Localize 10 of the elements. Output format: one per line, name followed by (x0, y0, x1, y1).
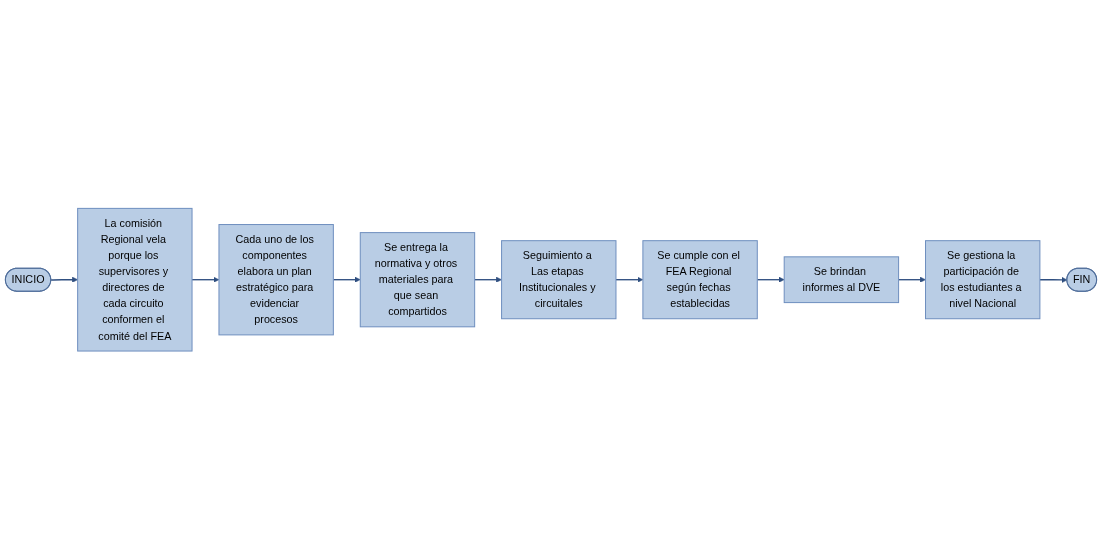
node-box: Se entrega la normativa y otros materiales para que sean compartidos (359, 231, 476, 328)
arrow (50, 276, 78, 283)
arrow (474, 276, 502, 283)
node-box: Se gestiona la participación de los estudiantes a nivel Nacional (925, 239, 1041, 320)
node-box: La comisión Regional vela porque los supervisores y directores de cada circuito conformen el comité del FEA (77, 207, 193, 352)
arrow (1039, 276, 1068, 283)
node-box: Se cumple con el FEA Regional según fechas establecidas (642, 239, 758, 320)
node-box: Cada uno de los componentes elabora un plan estratégico para evidenciar procesos (218, 223, 334, 336)
node-box: Seguimiento a Las etapas Institucionales y circuitales (501, 239, 617, 320)
node-box: Se brindan informes al DVE (783, 256, 900, 303)
